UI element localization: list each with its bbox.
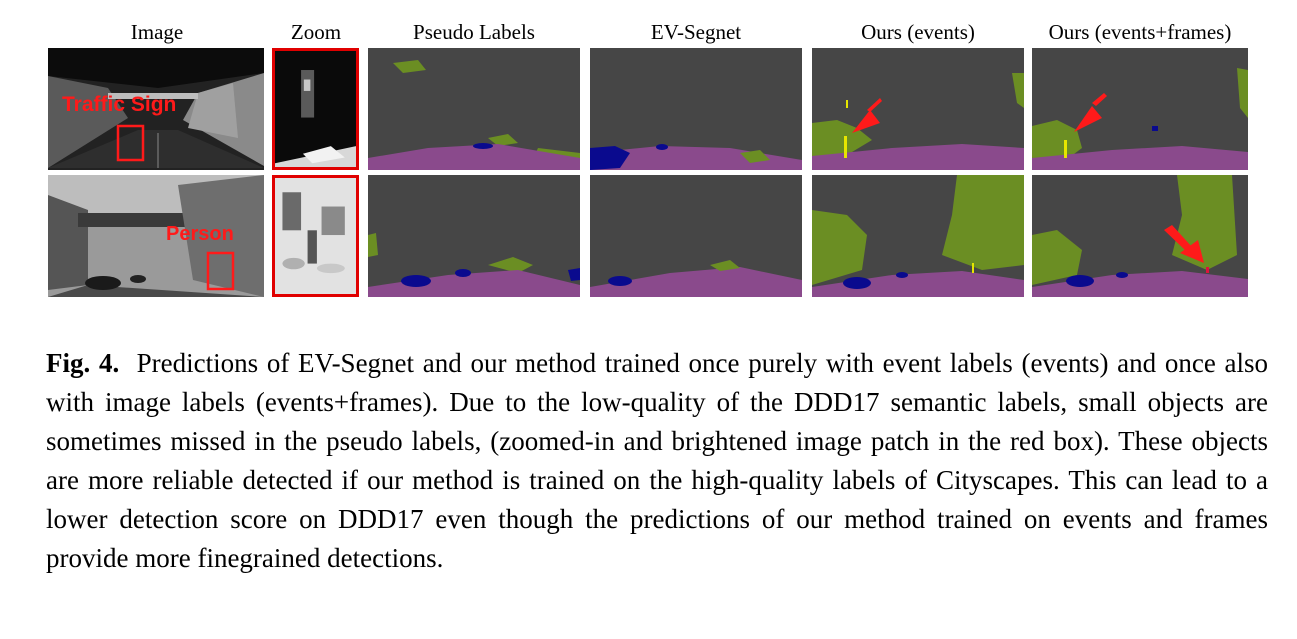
column-header-pseudo-labels: Pseudo Labels xyxy=(413,20,535,44)
column-header-zoom: Zoom xyxy=(290,20,342,44)
figure-caption-text: Predictions of EV-Segnet and our method … xyxy=(46,348,1269,573)
figure-label: Fig. 4. xyxy=(46,348,120,378)
row2-ours-events-frames xyxy=(1032,175,1248,297)
row1-annotation-traffic-sign: Traffic Sign xyxy=(62,93,176,116)
row1-pseudo-labels xyxy=(368,48,580,170)
row2-input-image: Person xyxy=(48,175,264,297)
column-header-ours-events-frames: Ours (events+frames) xyxy=(1048,20,1232,44)
row2-zoom-patch xyxy=(272,175,359,297)
figure-caption: Fig. 4. Predictions of EV-Segnet and our… xyxy=(46,344,1268,578)
column-header-image: Image xyxy=(130,20,184,44)
row1-ours-events-frames xyxy=(1032,48,1248,170)
column-header-ours-events: Ours (events) xyxy=(861,20,975,44)
row1-zoom-patch xyxy=(272,48,359,170)
row2-pseudo-labels xyxy=(368,175,580,297)
row1-ours-events xyxy=(812,48,1024,170)
row2-annotation-person: Person xyxy=(166,223,234,245)
row1-input-image: Traffic Sign xyxy=(48,48,264,170)
column-header-ev-segnet: EV-Segnet xyxy=(650,20,742,44)
row1-ev-segnet xyxy=(590,48,802,170)
row2-ev-segnet xyxy=(590,175,802,297)
row2-ours-events xyxy=(812,175,1024,297)
